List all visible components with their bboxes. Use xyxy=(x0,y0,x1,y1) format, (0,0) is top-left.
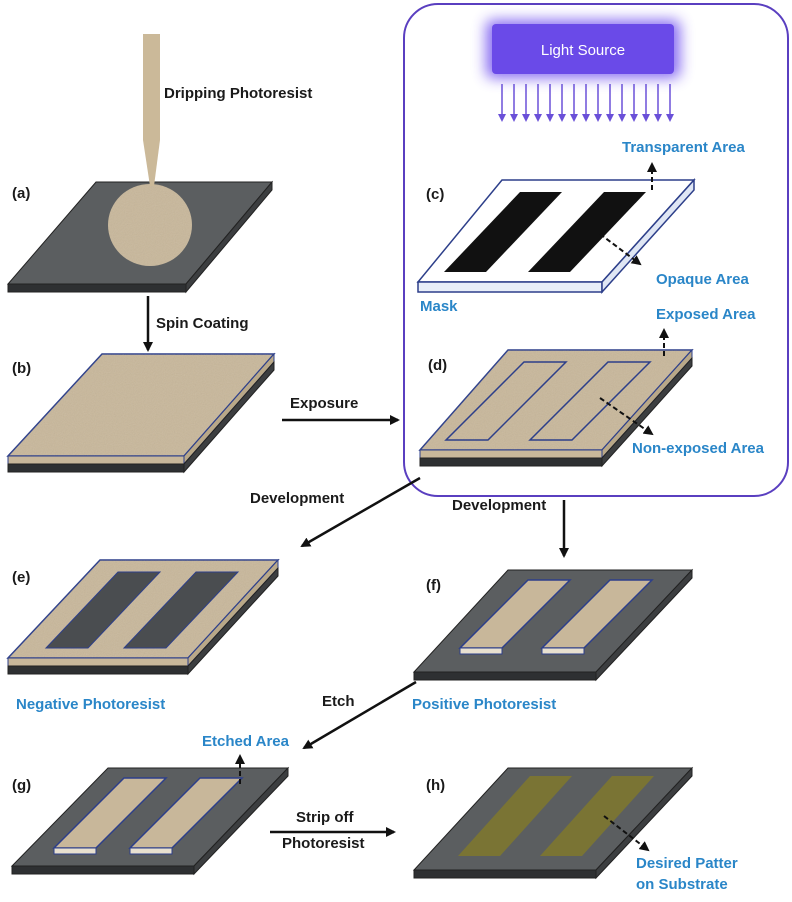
step-d-exposed-photoresist xyxy=(418,348,694,468)
exposure-frame xyxy=(403,3,789,497)
desired-pattern-pointer xyxy=(603,815,650,852)
step-a-label: (a) xyxy=(12,185,30,202)
exposed-area-label: Exposed Area xyxy=(656,306,756,323)
step-g-label: (g) xyxy=(12,777,31,794)
step-a-substrate xyxy=(6,180,274,294)
step-f-label: (f) xyxy=(426,577,441,594)
dripping-photoresist-label: Dripping Photoresist xyxy=(164,85,312,102)
mask-label: Mask xyxy=(420,298,458,315)
negative-photoresist-label: Negative Photoresist xyxy=(16,696,165,713)
step-b-label: (b) xyxy=(12,360,31,377)
positive-photoresist-label: Positive Photoresist xyxy=(412,696,556,713)
desired-pattern-label-line1: Desired Patter xyxy=(636,855,738,872)
mask-opaque-stripe-1 xyxy=(444,192,562,272)
development-right-label: Development xyxy=(452,497,546,514)
non-exposed-stripe-2 xyxy=(528,361,652,441)
non-exposed-area-label: Non-exposed Area xyxy=(632,440,765,457)
step-e-label: (e) xyxy=(12,569,30,586)
step-e-negative-photoresist xyxy=(6,558,280,676)
etch-label: Etch xyxy=(322,693,355,710)
light-source-label: Light Source xyxy=(541,42,625,59)
desired-pattern-label-line2: on Substrate xyxy=(636,876,728,893)
non-exposed-stripe-1 xyxy=(444,361,568,441)
step-h-label: (h) xyxy=(426,777,445,794)
light-rays xyxy=(498,84,674,122)
negative-removed-area-2 xyxy=(122,571,240,649)
dispenser-nozzle xyxy=(143,34,160,186)
step-b-coated-substrate xyxy=(6,352,276,474)
non-exposed-area-pointer xyxy=(599,397,654,436)
negative-removed-area-1 xyxy=(44,571,162,649)
step-c-label: (c) xyxy=(426,186,444,203)
strip-off-label-line1: Strip off xyxy=(296,809,354,826)
mask-opaque-stripe-2 xyxy=(528,192,646,272)
light-source: Light Source xyxy=(486,20,680,78)
transparent-area-label: Transparent Area xyxy=(622,139,745,156)
step-g-etched-substrate xyxy=(10,766,290,876)
pattern-stripe-2 xyxy=(540,776,654,856)
spin-coating-label: Spin Coating xyxy=(156,315,249,332)
step-f-positive-photoresist xyxy=(412,568,694,682)
exposure-label: Exposure xyxy=(290,395,358,412)
step-h-final-pattern xyxy=(412,766,694,880)
development-left-label: Development xyxy=(250,490,344,507)
development-left-arrow xyxy=(300,476,421,548)
step-c-mask xyxy=(416,178,696,294)
step-d-label: (d) xyxy=(428,357,447,374)
opaque-area-label: Opaque Area xyxy=(656,271,749,288)
pattern-stripe-1 xyxy=(458,776,572,856)
etched-area-label: Etched Area xyxy=(202,733,290,750)
opaque-area-pointer xyxy=(599,233,642,266)
strip-off-label-line2: Photoresist xyxy=(282,835,365,852)
etch-arrow xyxy=(302,680,417,750)
